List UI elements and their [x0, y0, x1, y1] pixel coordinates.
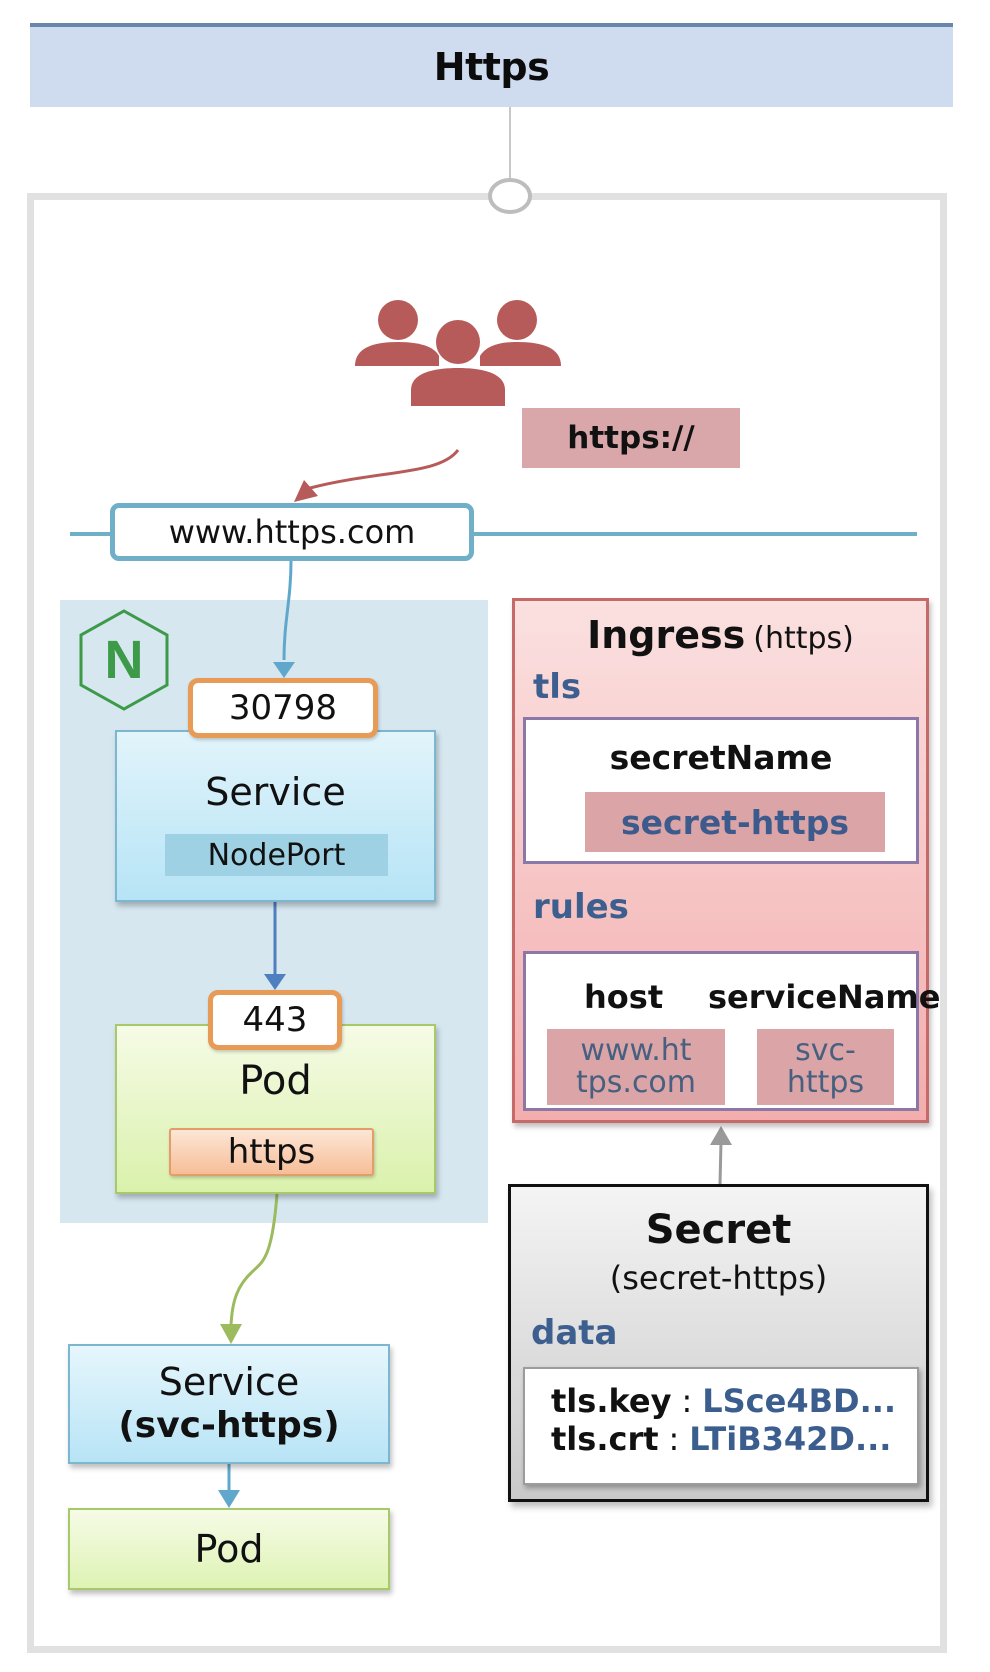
- secret-name-key: secretName: [609, 738, 833, 777]
- tls-panel: secretName secret-https: [523, 717, 919, 864]
- pod-container-tag: https: [169, 1128, 374, 1176]
- data-section-label: data: [531, 1313, 618, 1353]
- ingress-title-sub: (https): [753, 621, 854, 656]
- secret-data-panel: tls.key:LSce4BD... tls.crt:LTiB342D...: [523, 1367, 919, 1485]
- secret-data-value: LSce4BD...: [702, 1382, 897, 1420]
- nginx-logo-icon: N: [79, 609, 169, 711]
- secret-to-ingress-arrow: [718, 1141, 723, 1185]
- secret-data-key: tls.crt: [551, 1419, 659, 1458]
- secret-data-value: LTiB342D...: [689, 1419, 892, 1458]
- host-value-line2: tps.com: [575, 1065, 697, 1100]
- secret-box: Secret (secret-https) data tls.key:LSce4…: [508, 1184, 929, 1502]
- connector-circle: [488, 178, 532, 214]
- backend-pod-box: Pod: [68, 1508, 390, 1590]
- service-name-line1: svc-: [795, 1032, 856, 1068]
- client-request-arrow: [309, 449, 460, 490]
- nodeport-service-box: Service NodePort: [115, 730, 436, 902]
- domain-to-nodeport-arrowhead: [273, 662, 295, 678]
- backend-service-title: Service: [158, 1360, 300, 1405]
- nodeport-service-title: Service: [205, 770, 346, 814]
- pod-to-svc-arrowhead: [220, 1324, 242, 1344]
- ingress-box: Ingress(https) tls secretName secret-htt…: [512, 598, 940, 1123]
- secret-data-separator: :: [668, 1419, 680, 1458]
- nginx-logo-letter: N: [105, 630, 144, 690]
- svc-to-pod-arrowhead: [218, 1490, 240, 1508]
- secret-data-key: tls.key: [551, 1382, 672, 1420]
- ingress-title-main: Ingress: [587, 613, 746, 657]
- protocol-label-text: https://: [567, 420, 695, 456]
- rules-section-label: rules: [533, 887, 629, 927]
- service-name-key: serviceName: [708, 978, 941, 1016]
- service-name-value: svc- https: [757, 1029, 894, 1105]
- client-request-arrowhead: [294, 480, 318, 502]
- pod-to-svc-arrow: [229, 1193, 279, 1327]
- ingress-title: Ingress(https): [515, 613, 926, 657]
- nodeport-port-badge: 30798: [188, 678, 378, 738]
- diagram-header: Https: [30, 23, 953, 107]
- domain-host-box: www.https.com: [110, 503, 474, 561]
- diagram-title: Https: [433, 45, 550, 89]
- host-value: www.ht tps.com: [547, 1029, 725, 1105]
- backend-service-box: Service (svc-https): [68, 1344, 390, 1464]
- secret-title: Secret: [645, 1207, 792, 1253]
- secret-name-value: secret-https: [585, 792, 885, 852]
- service-to-pod-arrowhead: [264, 974, 286, 990]
- service-name-line2: https: [786, 1065, 865, 1100]
- tls-section-label: tls: [533, 667, 582, 707]
- secret-data-entry: tls.crt:LTiB342D...: [551, 1419, 917, 1459]
- backend-pod-title: Pod: [194, 1527, 264, 1571]
- secret-to-ingress-arrowhead: [710, 1126, 732, 1145]
- secret-data-separator: :: [681, 1382, 693, 1420]
- domain-to-nodeport-arrow: [282, 560, 293, 661]
- pod-port-badge: 443: [208, 990, 342, 1050]
- service-type-tag: NodePort: [165, 834, 388, 876]
- host-key: host: [584, 978, 664, 1016]
- rules-panel: host serviceName www.ht tps.com svc- htt…: [523, 951, 940, 1111]
- nginx-pod-title: Pod: [239, 1058, 312, 1104]
- protocol-label: https://: [522, 408, 740, 468]
- backend-service-name: (svc-https): [118, 1405, 340, 1447]
- users-group-icon: [355, 300, 561, 406]
- secret-subtitle: (secret-https): [609, 1259, 828, 1297]
- secret-data-entry: tls.key:LSce4BD...: [551, 1382, 917, 1421]
- domain-host-text: www.https.com: [168, 513, 416, 551]
- nginx-pod-box: Pod https: [115, 1024, 436, 1194]
- host-value-line1: www.ht: [580, 1032, 692, 1068]
